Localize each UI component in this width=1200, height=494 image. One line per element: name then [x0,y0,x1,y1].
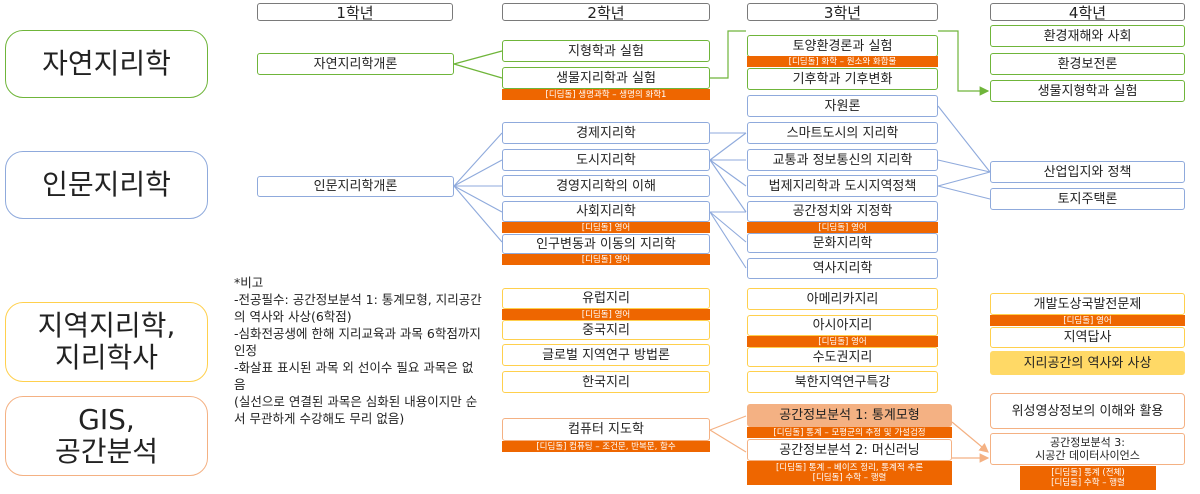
year-header-3: 3학년 [747,3,938,22]
course-social-geo: 사회지리학 [502,201,710,222]
course-resources: 자원론 [747,95,938,117]
course-transport-ict: 교통과 정보통신의 지리학 [747,149,938,171]
course-political-geo: 공간정치와 지정학 [747,201,938,222]
year-header-1: 1학년 [257,3,453,22]
course-population-geo: 인구변동과 이동의 지리학 [502,234,710,254]
course-urban-geo: 도시지리학 [502,149,710,171]
course-america-geo: 아메리카지리 [747,288,938,310]
course-field-trip: 지역답사 [990,327,1185,348]
course-computer-cartography-tag: [디딤돌] 컴퓨팅 – 조건문, 반복문, 함수 [502,441,710,452]
course-land-housing: 토지주택론 [990,188,1185,210]
year-header-2: 2학년 [502,3,710,22]
course-business-geo: 경영지리학의 이해 [502,175,710,197]
course-geomorphology: 지형학과 실험 [502,40,710,62]
course-developing-countries-tag: [디딤돌] 영어 [990,315,1185,326]
category-regional: 지역지리학, 지리학사 [5,302,208,382]
course-asia-geo-tag: [디딤돌] 영어 [747,336,938,347]
course-europe-geo: 유럽지리 [502,288,710,309]
course-spatial-analysis-2: 공간정보분석 2: 머신러닝 [747,439,952,461]
course-social-geo-tag: [디딤돌] 영어 [502,222,710,233]
course-industrial-location: 산업입지와 정책 [990,161,1185,183]
course-spatial-analysis-1-tag: [디딤돌] 통계 – 모평균의 추정 및 가설검정 [747,427,952,438]
course-legal-geo: 법제지리학과 도시지역정책 [747,175,938,197]
course-spatial-analysis-3: 공간정보분석 3: 시공간 데이터사이언스 [990,433,1185,465]
course-spatial-analysis-1: 공간정보분석 1: 통계모형 [747,404,952,427]
course-political-geo-tag: [디딤돌] 영어 [747,222,938,233]
course-env-conservation: 환경보전론 [990,53,1185,75]
course-computer-cartography: 컴퓨터 지도학 [502,418,710,441]
course-biogeography: 생물지리학과 실험 [502,67,710,89]
course-historical-geo: 역사지리학 [747,258,938,279]
course-developing-countries: 개발도상국발전문제 [990,293,1185,315]
category-human: 인문지리학 [5,151,208,219]
course-soil-tag: [디딤돌] 화학 – 원소와 화합물 [747,56,938,67]
course-human-intro: 인문지리학개론 [257,176,454,197]
course-spatial-analysis-3-tag: [디딤돌] 통계 (전체) [디딤돌] 수학 – 행렬 [1020,466,1156,490]
course-asia-geo: 아시아지리 [747,315,938,336]
course-capital-region-geo: 수도권지리 [747,347,938,367]
course-global-regional-methods: 글로벌 지역연구 방법론 [502,344,710,366]
course-env-hazard: 환경재해와 사회 [990,25,1185,47]
course-korea-geo: 한국지리 [502,371,710,393]
course-china-geo: 중국지리 [502,320,710,340]
course-soil: 토양환경론과 실험 [747,35,938,57]
course-biogeomorphology: 생물지형학과 실험 [990,80,1185,102]
course-economic-geo: 경제지리학 [502,122,710,144]
course-population-geo-tag: [디딤돌] 영어 [502,254,710,265]
course-climatology: 기후학과 기후변화 [747,68,938,90]
course-europe-geo-tag: [디딤돌] 영어 [502,309,710,320]
course-nature-intro: 자연지리학개론 [257,53,454,75]
course-spatial-analysis-2-tag: [디딤돌] 통계 – 베이즈 정리, 통계적 추론 [디딤돌] 수학 – 행렬 [747,461,952,485]
course-smart-city: 스마트도시의 지리학 [747,122,938,144]
course-biogeography-tag: [디딤돌] 생명과학 – 생명의 화학1 [502,89,710,100]
course-cultural-geo: 문화지리학 [747,233,938,253]
course-north-korea-studies: 북한지역연구특강 [747,371,938,393]
year-header-4: 4학년 [990,3,1185,22]
category-gis: GIS, 공간분석 [5,396,208,476]
notes-text: *비고 -전공필수: 공간정보분석 1: 통계모형, 지리공간의 역사와 사상(… [234,275,482,426]
course-geo-history-thought: 지리공간의 역사와 사상 [990,351,1185,375]
category-nature: 자연지리학 [5,30,208,98]
course-satellite-imagery: 위성영상정보의 이해와 활용 [990,393,1185,429]
